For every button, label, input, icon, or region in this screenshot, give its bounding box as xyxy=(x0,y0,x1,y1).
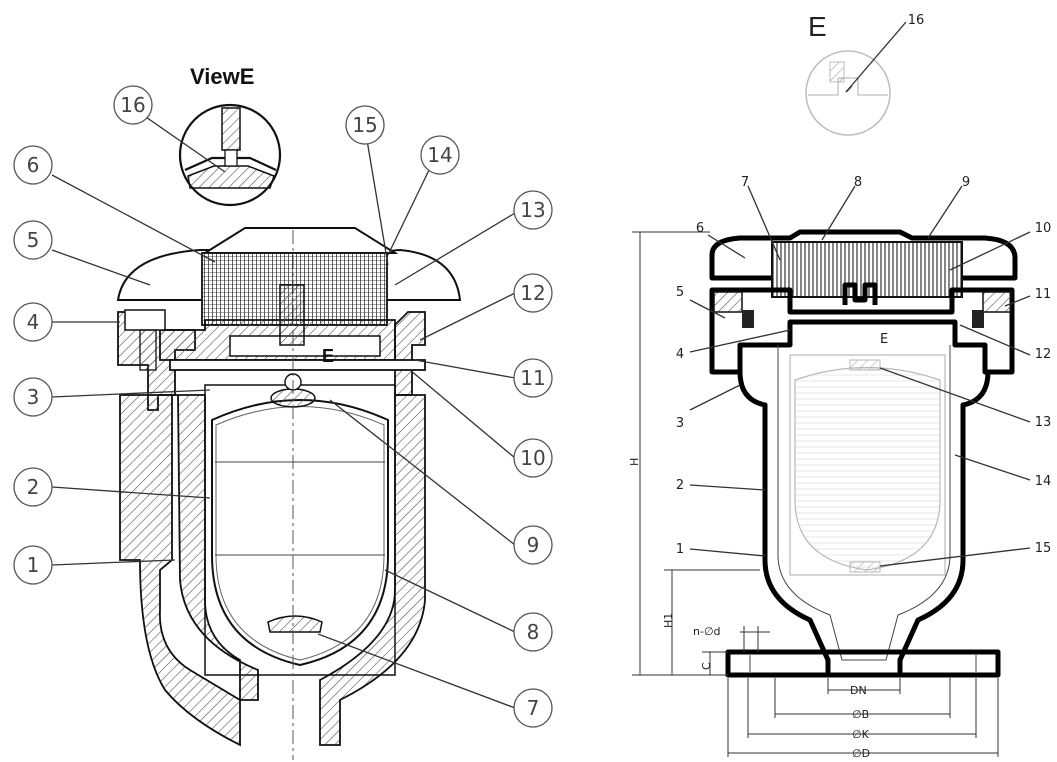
svg-text:13: 13 xyxy=(520,198,545,222)
svg-text:9: 9 xyxy=(527,533,540,557)
right-hood xyxy=(709,229,1018,281)
left-body-flange-right xyxy=(394,311,426,396)
left-detail-circle xyxy=(178,103,282,207)
left-callout-16: 16 xyxy=(113,85,153,125)
dim-d-label: ∅D xyxy=(852,747,870,760)
left-callout-15: 15 xyxy=(345,105,385,145)
left-stem xyxy=(279,284,305,346)
right-upper-flange xyxy=(709,287,1015,375)
left-callout-1: 1 xyxy=(13,545,53,585)
svg-text:7: 7 xyxy=(527,696,540,720)
right-callout-15: 15 xyxy=(1035,541,1052,556)
left-cap-top xyxy=(201,227,399,254)
dim-nd-label: n-∅d xyxy=(693,625,721,638)
right-callout-8: 8 xyxy=(854,175,862,190)
left-section-label: E xyxy=(322,346,334,366)
right-detail-circle xyxy=(805,50,891,136)
right-detail-label: E xyxy=(808,11,827,42)
left-callout-8: 8 xyxy=(513,612,553,652)
left-callout-10: 10 xyxy=(513,438,553,478)
dim-b-label: ∅B xyxy=(852,708,869,721)
right-bottom-flange xyxy=(725,649,1001,678)
right-bolt-left xyxy=(713,291,743,313)
svg-text:16: 16 xyxy=(120,93,145,117)
left-view-title: ViewE xyxy=(190,64,254,89)
right-callout-5: 5 xyxy=(676,285,684,300)
left-callout-5: 5 xyxy=(13,220,53,260)
right-section-label: E xyxy=(880,332,888,347)
left-callout-6: 6 xyxy=(13,145,53,185)
left-callout-7: 7 xyxy=(513,688,553,728)
right-callout-16: 16 xyxy=(908,13,925,28)
dim-k-label: ∅K xyxy=(852,728,870,741)
left-callout-13: 13 xyxy=(513,190,553,230)
svg-text:10: 10 xyxy=(520,446,545,470)
right-callout-13: 13 xyxy=(1035,415,1052,430)
right-float xyxy=(789,354,946,576)
right-callout-10: 10 xyxy=(1035,221,1052,236)
dim-c-label: C xyxy=(700,662,713,670)
svg-text:4: 4 xyxy=(27,310,40,334)
right-callout-9: 9 xyxy=(962,175,970,190)
left-body-outer-left xyxy=(119,394,241,747)
right-callout-14: 14 xyxy=(1035,474,1052,489)
svg-text:15: 15 xyxy=(352,113,377,137)
dim-dn-label: DN xyxy=(850,684,867,697)
right-callout-7: 7 xyxy=(741,175,749,190)
svg-text:11: 11 xyxy=(520,366,545,390)
svg-text:3: 3 xyxy=(27,385,40,409)
svg-text:12: 12 xyxy=(520,281,545,305)
right-bolt-right-shank xyxy=(972,310,984,328)
left-callout-12: 12 xyxy=(513,273,553,313)
left-bonnet-chamber xyxy=(229,335,381,357)
right-callout-11: 11 xyxy=(1035,287,1052,302)
svg-text:2: 2 xyxy=(27,475,40,499)
left-callout-14: 14 xyxy=(420,135,460,175)
dim-h1-label: H1 xyxy=(662,613,675,628)
left-body-wall-right xyxy=(319,394,426,746)
right-stem xyxy=(842,282,878,305)
left-bolt-head xyxy=(124,309,166,331)
svg-text:1: 1 xyxy=(27,553,40,577)
left-section-view: ViewE xyxy=(13,64,553,760)
left-callout-4: 4 xyxy=(13,302,53,342)
right-body-inner xyxy=(777,345,951,661)
right-callout-1: 1 xyxy=(676,542,684,557)
svg-text:14: 14 xyxy=(427,143,452,167)
right-callout-6: 6 xyxy=(696,221,704,236)
left-bolt xyxy=(139,329,157,371)
right-bolt-left-shank xyxy=(742,310,754,328)
left-callout-9: 9 xyxy=(513,525,553,565)
right-bolt-right xyxy=(982,291,1012,313)
right-callout-3: 3 xyxy=(676,416,684,431)
svg-text:8: 8 xyxy=(527,620,540,644)
right-callout-12: 12 xyxy=(1035,347,1052,362)
right-callout-2: 2 xyxy=(676,478,684,493)
svg-text:5: 5 xyxy=(27,228,40,252)
left-body-wall-left xyxy=(170,394,259,701)
left-bottom-guide xyxy=(267,615,323,633)
left-callout-3: 3 xyxy=(13,377,53,417)
svg-text:6: 6 xyxy=(27,153,40,177)
left-callout-11: 11 xyxy=(513,358,553,398)
dim-h-label: H xyxy=(628,458,641,466)
left-gasket xyxy=(169,359,426,371)
left-callout-2: 2 xyxy=(13,467,53,507)
right-callout-4: 4 xyxy=(676,347,684,362)
right-outline-view: E 16 E xyxy=(628,11,1051,760)
